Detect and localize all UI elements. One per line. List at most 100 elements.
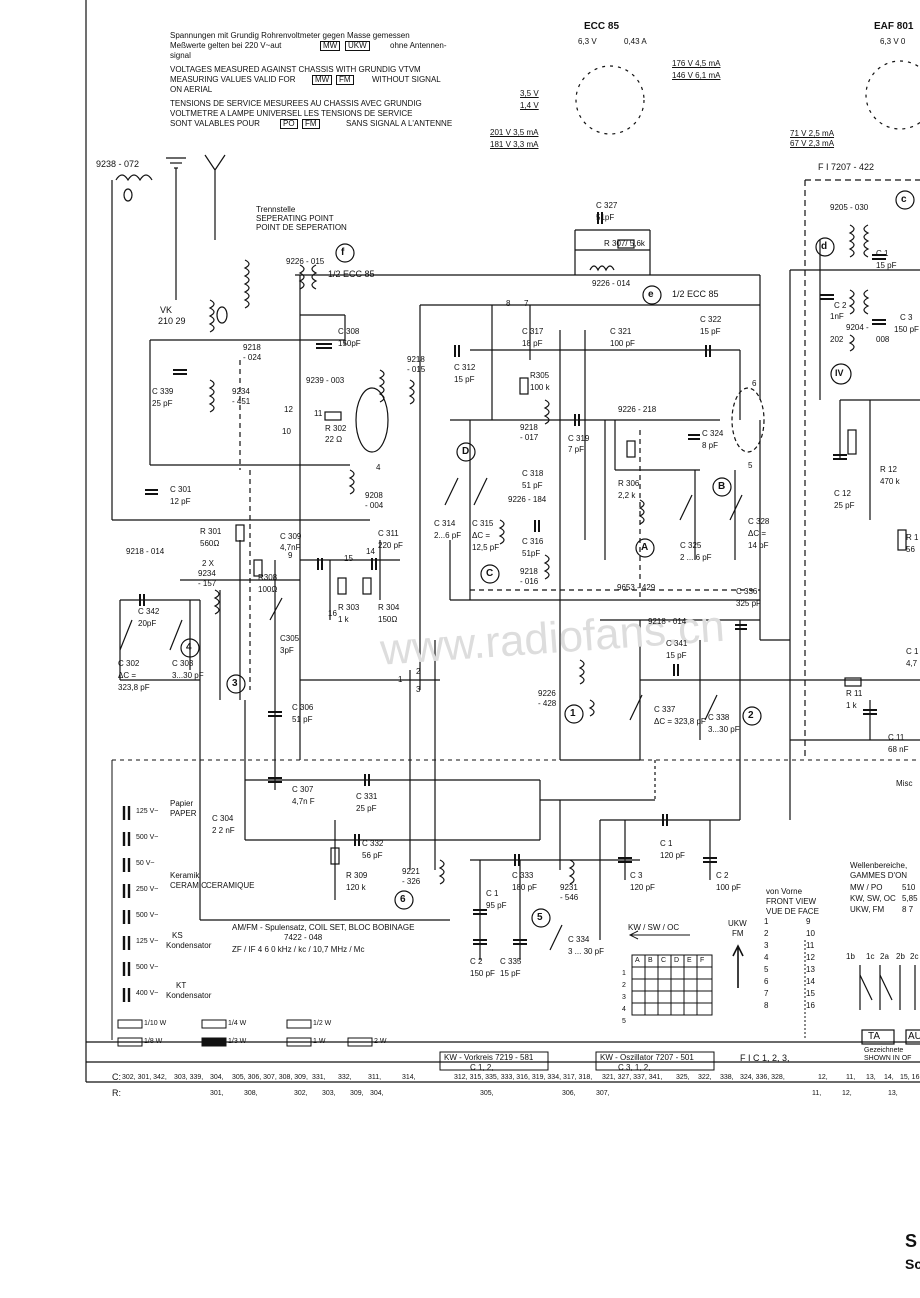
tube-ecc85-v4: 1,4 V — [520, 101, 539, 110]
label-c339v: 25 pF — [152, 399, 173, 408]
label-r1xv: 56 — [906, 545, 915, 554]
label-c325: C 325 — [680, 541, 702, 550]
switch-contact-8: 8 — [764, 1001, 769, 1010]
row-r-9: 11, — [812, 1090, 822, 1097]
label-r302v: 22 Ω — [325, 435, 343, 444]
label-sep-1: Trennstelle — [256, 205, 296, 214]
label-c2: C 2 — [470, 957, 483, 966]
ranges-mw: MW / PO — [850, 883, 883, 892]
row-r-7: 306, — [562, 1090, 576, 1097]
label-c1x: C 1 — [906, 647, 919, 656]
label-coil-9653: 9653 - 429 — [617, 583, 656, 592]
switch-ukw: UKW — [728, 919, 747, 928]
label-c342: C 342 — [138, 607, 160, 616]
ranges-head-2: GAMMES D'ON — [850, 871, 908, 880]
label-coil-9218-017b: - 017 — [520, 433, 539, 442]
legend-watt-4: 1/8 W — [144, 1038, 163, 1045]
label-c319: C 319 — [568, 434, 590, 443]
label-c334: C 334 — [568, 935, 590, 944]
label-c321: C 321 — [610, 327, 632, 336]
legend-volt-8: 400 V~ — [136, 990, 159, 997]
marker-C: C — [486, 568, 494, 579]
legend-kt-2: Kondensator — [166, 991, 212, 1000]
note-fr-fm: FM — [302, 119, 320, 129]
legend-ceramic-de: Keramik — [170, 871, 200, 880]
label-c332v: 56 pF — [362, 851, 383, 860]
label-c336v: 325 pF — [736, 599, 761, 608]
ranges-mw-val: 510 — [902, 883, 916, 892]
row-r-8: 307, — [596, 1090, 610, 1097]
tube-ecc85-v1: 176 V 4,5 mA — [672, 59, 721, 68]
coilset-line2: 7422 - 048 — [284, 933, 323, 942]
tube-eaf801-v1: 71 V 2,5 mA — [790, 129, 835, 138]
marker-e: e — [648, 289, 654, 300]
switch-row-2: 2 — [622, 982, 626, 989]
legend-watt-3: 1/2 W — [313, 1020, 332, 1027]
table-kw-osz: KW - Oszillator 7207 - 501 — [600, 1053, 694, 1062]
coilset-line3: ZF / IF 4 6 0 kHz / kc / 10,7 MHz / Mc — [232, 945, 365, 954]
legend-volt-4: 250 V~ — [136, 886, 159, 893]
label-r303: R 303 — [338, 603, 360, 612]
label-c334v: 3 ... 30 pF — [568, 947, 605, 956]
note-de-2: Meßwerte gelten bei 220 V~aut — [170, 41, 282, 50]
label-c303v: 3...30 pF — [172, 671, 204, 680]
contact-2c: 2c — [910, 952, 919, 961]
tube-ecc85-v2: 146 V 6,1 mA — [672, 71, 721, 80]
legend-volt-2: 500 V~ — [136, 834, 159, 841]
row-r-6: 305, — [480, 1090, 494, 1097]
label-ci: C 1 — [876, 249, 889, 258]
legend-watt-1: 1/10 W — [144, 1020, 167, 1027]
label-r302: R 302 — [325, 424, 347, 433]
pin-5: 5 — [748, 461, 753, 470]
label-coil-9234-451: 9234 — [232, 387, 250, 396]
label-c1v: 95 pF — [486, 901, 507, 910]
label-misch: Misc — [896, 779, 913, 788]
row-c-label: C: — [112, 1072, 121, 1082]
switch-row-5: 5 — [622, 1018, 626, 1025]
label-half-ecc85-a: 1/2 ECC 85 — [328, 269, 375, 279]
pin-15: 15 — [344, 554, 353, 563]
label-coil-204: 9204 - — [846, 323, 869, 332]
label-c331v: 25 pF — [356, 804, 377, 813]
label-r301v: 560Ω — [200, 539, 220, 548]
row-c-7: 314, — [402, 1074, 416, 1081]
marker-d-small: d — [821, 241, 828, 252]
label-c327v: 51pF — [596, 213, 615, 222]
label-c309v: 4,7nF — [280, 543, 301, 552]
pin-8: 8 — [506, 299, 511, 308]
label-coil-9218-024: 9218 — [243, 343, 261, 352]
switch-view-en: FRONT VIEW — [766, 897, 817, 906]
row-c-14: 12, — [818, 1074, 828, 1081]
label-c338v: 3...30 pF — [708, 725, 740, 734]
legend-kt: KT — [176, 981, 187, 990]
row-c-13: 324, 336, 328, — [740, 1074, 785, 1081]
label-c315: C 315 — [472, 519, 494, 528]
label-c339: C 339 — [152, 387, 174, 396]
label-c3v: 120 pF — [630, 883, 655, 892]
switch-col-b: B — [648, 957, 653, 964]
label-c316v: 51pF — [522, 549, 541, 558]
pin-4: 4 — [376, 463, 381, 472]
row-c-11: 322, — [698, 1074, 712, 1081]
label-coil-9226-218: 9226 - 218 — [618, 405, 657, 414]
table-fi-c: F I C 1, 2, 3, — [740, 1053, 790, 1063]
label-c3iv: 150 pF — [894, 325, 919, 334]
label-coil-9218-015b: - 015 — [407, 365, 426, 374]
note-fr-2: VOLTMETRE A LAMPE UNIVERSEL LES TENSIONS… — [170, 109, 413, 118]
label-coil-9218-016b: - 016 — [520, 577, 539, 586]
pin-12: 12 — [284, 405, 293, 414]
row-c-3: 305, 306, 307, 308, 309, — [232, 1074, 308, 1081]
legend-watt-2: 1/4 W — [228, 1020, 247, 1027]
label-c2iv: 1nF — [830, 312, 844, 321]
label-half-ecc85-b: 1/2 ECC 85 — [672, 289, 719, 299]
ranges-ukw: UKW, FM — [850, 905, 885, 914]
label-r308v: 100Ω — [258, 585, 278, 594]
label-coil-9231b: - 546 — [560, 893, 579, 902]
note-en-2: MEASURING VALUES VALID FOR — [170, 75, 296, 84]
label-c312v: 15 pF — [454, 375, 475, 384]
label-coil-9226-015: 9226 - 015 — [286, 257, 325, 266]
tube-ecc85-v6: 181 V 3,3 mA — [490, 140, 539, 149]
label-c302: C 302 — [118, 659, 140, 668]
label-c311v: 220 pF — [378, 541, 403, 550]
marker-B: B — [718, 481, 726, 492]
